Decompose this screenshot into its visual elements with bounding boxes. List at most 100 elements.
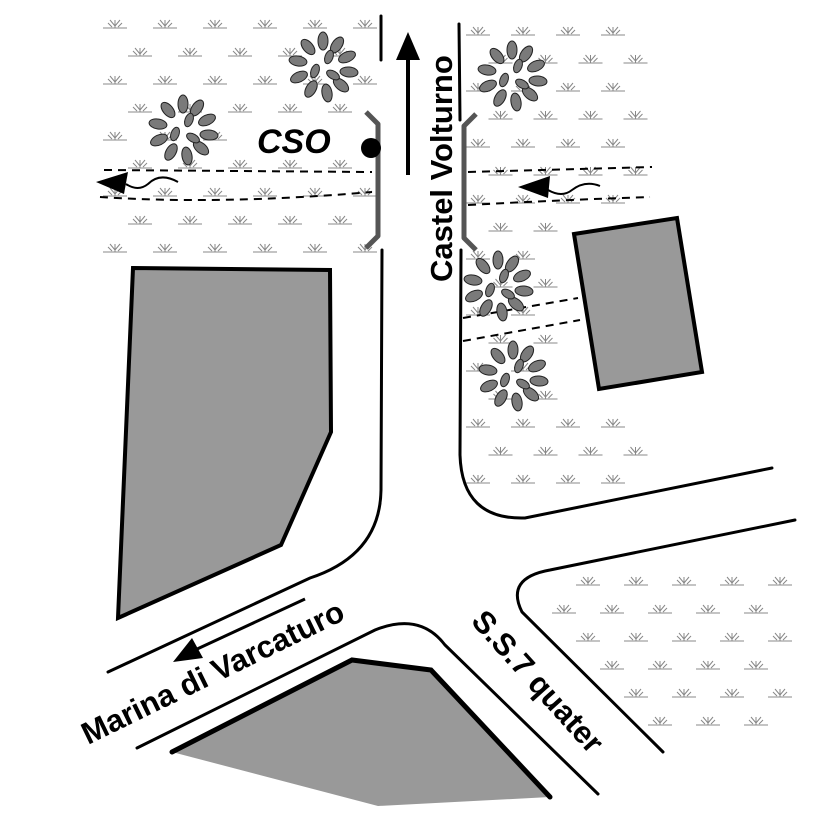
marsh-tuft-icon [600,474,626,484]
marsh-tuft-icon [555,26,581,36]
marsh-tuft-icon [352,243,378,253]
flow-arrow-east [518,176,601,198]
marsh-tuft-icon [277,47,303,57]
marsh-tuft-icon [623,632,649,642]
marsh-tuft-icon [743,604,769,614]
marsh-tuft-icon [600,26,626,36]
traffic-arrow-north [396,32,420,175]
marsh-tuft-icon [671,688,697,698]
marsh-tuft-icon [465,194,491,204]
marsh-tuft-icon [127,47,153,57]
marsh-tuft-icon [465,474,491,484]
marsh-tuft-icon [510,26,536,36]
marsh-tuft-icon [127,103,153,113]
marsh-tuft-icon [623,446,648,456]
marsh-tuft-icon [127,215,153,225]
marsh-tuft-icon [599,660,625,670]
marsh-tuft-icon [551,604,577,614]
marsh-tuft-icon [695,604,721,614]
marsh-tuft-icon [177,47,203,57]
marsh-tuft-icon [352,19,378,29]
marsh-tuft-icon [127,159,153,169]
vegetation-area-northwest [102,19,378,253]
marsh-tuft-icon [488,110,513,120]
marsh-tuft-icon [510,418,536,428]
marsh-tuft-icon [102,131,128,141]
marsh-tuft-icon [623,54,648,64]
building-south-edge [169,657,553,800]
marsh-tuft-icon [719,688,745,698]
marsh-tuft-icon [671,632,697,642]
marsh-tuft-icon [555,138,581,148]
marsh-tuft-icon [555,418,581,428]
station-label: CSO [257,123,331,161]
tree-icon [477,340,549,413]
marsh-tuft-icon [719,576,745,586]
traffic-arrow-west [173,597,306,662]
marsh-tuft-icon [227,159,253,169]
marsh-tuft-icon [302,243,328,253]
building-east [571,215,705,392]
marsh-tuft-icon [510,138,536,148]
marsh-tuft-icon [555,194,581,204]
marsh-tuft-icon [767,576,793,586]
marsh-tuft-icon [252,187,278,197]
marsh-tuft-icon [252,243,278,253]
marsh-tuft-icon [743,660,769,670]
marsh-tuft-icon [152,19,178,29]
marsh-tuft-icon [102,243,128,253]
marsh-tuft-icon [152,187,178,197]
marsh-tuft-icon [327,159,353,169]
building-west [115,265,334,622]
marsh-tuft-icon [647,604,673,614]
marsh-tuft-icon [102,19,128,29]
flow-arrow-west [96,172,179,194]
marsh-tuft-icon [743,716,769,726]
marsh-tuft-icon [719,632,745,642]
marsh-tuft-icon [510,474,536,484]
marsh-tuft-icon [352,187,378,197]
marsh-tuft-icon [767,632,793,642]
marsh-tuft-icon [227,47,253,57]
marsh-tuft-icon [465,26,491,36]
bridge-west [364,110,381,250]
marsh-tuft-icon [623,576,649,586]
marsh-tuft-icon [327,103,353,113]
marsh-tuft-icon [555,474,581,484]
marsh-tuft-icon [578,446,603,456]
marsh-tuft-icon [623,110,648,120]
marsh-tuft-icon [302,19,328,29]
station-marker-icon [361,138,381,158]
marsh-tuft-icon [533,110,558,120]
marsh-tuft-icon [277,215,303,225]
marsh-tuft-icon [555,82,581,92]
marsh-tuft-icon [623,688,649,698]
marsh-tuft-icon [599,604,625,614]
road-edges [106,14,797,796]
tree-icon [476,40,548,113]
marsh-tuft-icon [533,334,558,344]
marsh-tuft-icon [227,215,253,225]
bridge-east [461,112,478,252]
marsh-tuft-icon [152,75,178,85]
marsh-tuft-icon [533,446,558,456]
marsh-tuft-icon [252,19,278,29]
marsh-tuft-icon [600,418,626,428]
marsh-tuft-icon [600,138,626,148]
marsh-tuft-icon [327,215,353,225]
road-label-castel-volturno: Castel Volturno [424,55,459,282]
marsh-tuft-icon [671,576,697,586]
marsh-tuft-icon [600,82,626,92]
marsh-tuft-icon [227,103,253,113]
marsh-tuft-icon [277,159,303,169]
marsh-tuft-icon [202,19,228,29]
marsh-tuft-icon [465,250,491,260]
marsh-tuft-icon [202,243,228,253]
marsh-tuft-icon [202,75,228,85]
marsh-tuft-icon [202,187,228,197]
marsh-tuft-icon [575,576,601,586]
marsh-tuft-icon [488,446,513,456]
marsh-tuft-icon [277,103,303,113]
marsh-tuft-icon [767,688,793,698]
marsh-tuft-icon [578,54,603,64]
